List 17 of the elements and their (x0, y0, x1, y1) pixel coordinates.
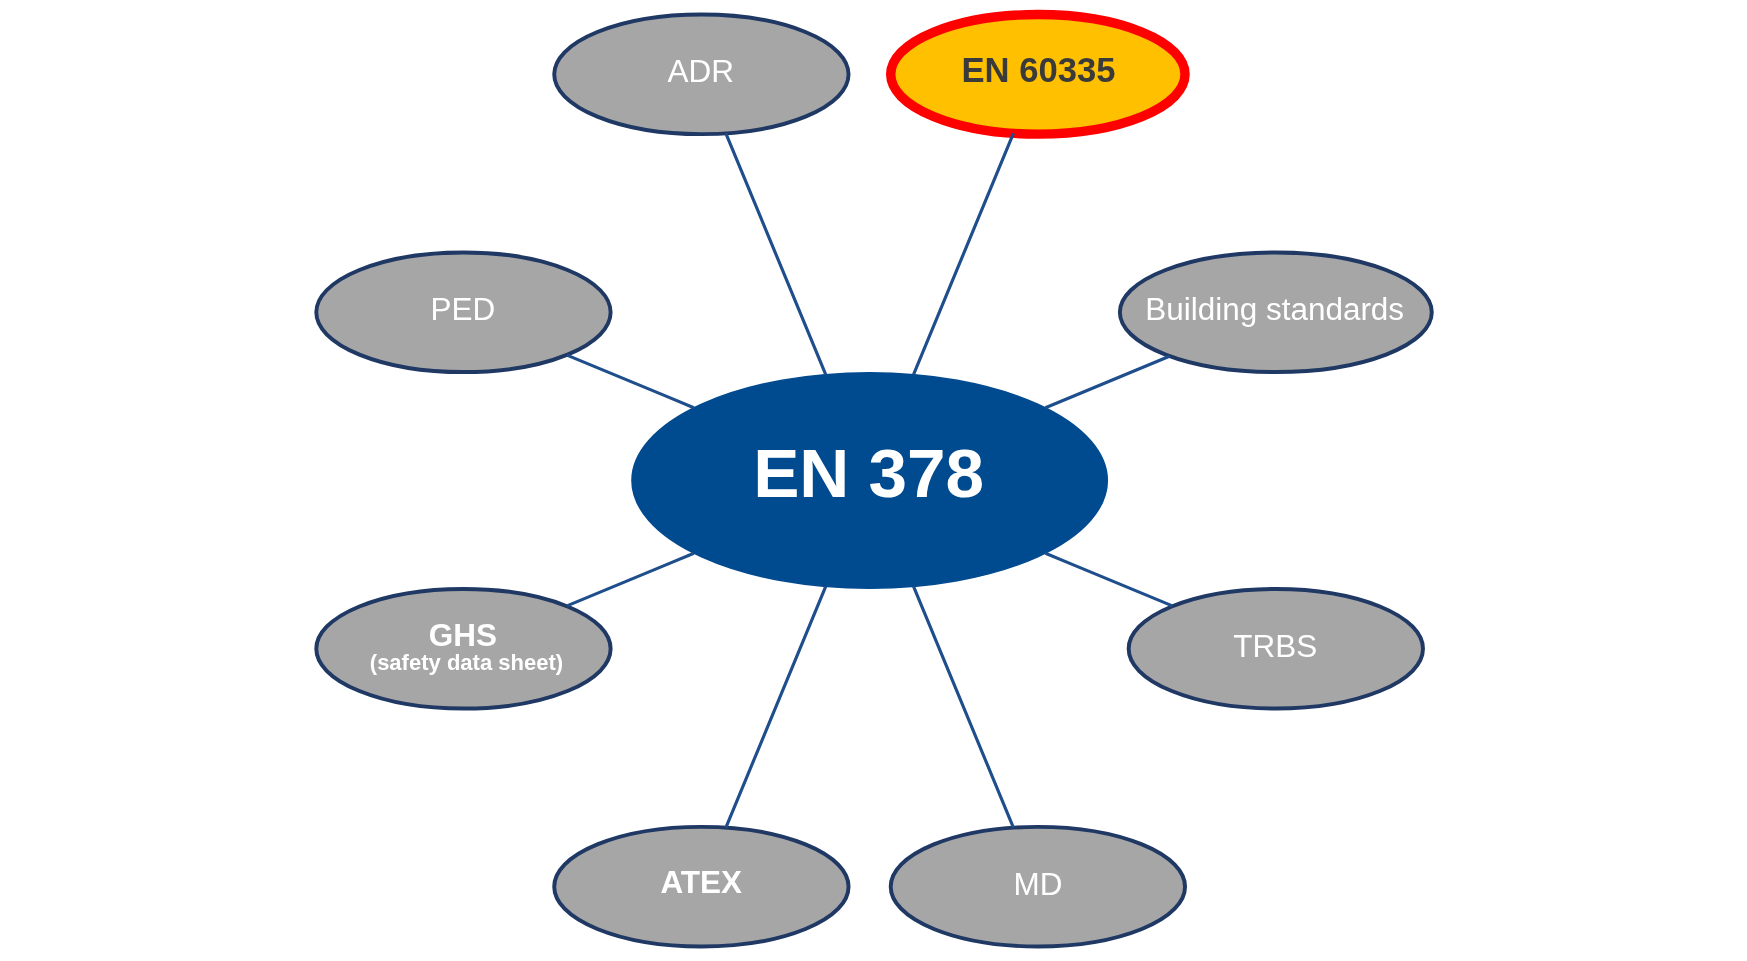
node-ellipse: ATEX (551, 824, 850, 949)
node-ellipse: Building standards (1117, 250, 1434, 375)
node-ellipse: EN 378 (630, 371, 1108, 590)
node-ellipse: PED (313, 250, 613, 375)
node-ellipse: MD (888, 824, 1187, 949)
node-ellipse: GHS (safety data sheet) (313, 586, 613, 711)
connector (911, 132, 1015, 375)
connector (565, 551, 694, 608)
node-ellipse: ADR (551, 12, 850, 137)
connector (565, 353, 694, 410)
node-ellipse: TRBS (1126, 586, 1425, 711)
node-ellipse: EN 60335 (885, 9, 1190, 139)
connector (1044, 551, 1173, 608)
connector (723, 132, 827, 375)
connector (723, 586, 827, 829)
connector (1044, 354, 1170, 410)
connector (911, 586, 1015, 829)
